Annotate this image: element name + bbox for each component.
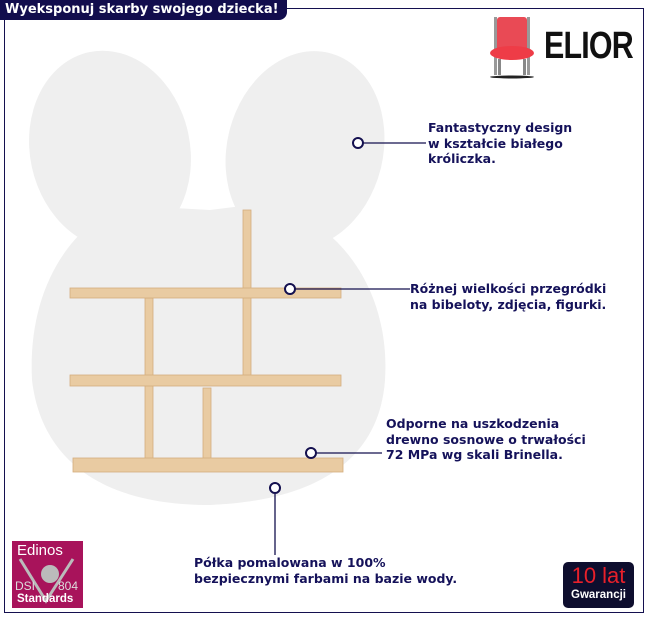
- brand-name: ELIOR: [544, 24, 634, 67]
- feature-line: na bibeloty, zdjęcia, figurki.: [410, 296, 607, 312]
- feature-line: bezpiecznymi farbami na bazie wody.: [194, 570, 458, 586]
- callout-dot: [352, 137, 364, 149]
- certificate-badge: Edinos DSI 804 Standards: [12, 541, 83, 608]
- top-shelf: [69, 287, 342, 299]
- warranty-badge: 10 lat Gwarancji: [563, 562, 634, 608]
- brand-logo: ELIOR: [488, 13, 650, 79]
- feature-line: drewno sosnowe o trwałości: [386, 431, 586, 447]
- rabbit-silhouette: [29, 50, 386, 505]
- certificate-bottom: Standards: [17, 593, 74, 605]
- warranty-value: 10 lat: [571, 563, 626, 588]
- feature-line: króliczka.: [428, 151, 496, 166]
- middle-shelf: [69, 374, 342, 387]
- certificate-top: Edinos: [17, 542, 63, 559]
- feature-line: Odporne na uszkodzenia: [386, 416, 560, 431]
- header-title: Wyeksponuj skarby swojego dziecka!: [0, 0, 287, 20]
- feature-line: Półka pomalowana w 100%: [194, 555, 386, 570]
- callout-dot: [284, 283, 296, 295]
- feature-design: Fantastyczny design w kształcie białego …: [428, 120, 572, 167]
- certificate-mark-icon: [18, 558, 75, 604]
- certificate-right: 804: [58, 579, 79, 593]
- feature-wood: Odporne na uszkodzenia drewno sosnowe o …: [386, 416, 586, 463]
- feature-line: Różnej wielkości przegródki: [410, 281, 607, 296]
- chair-icon: [490, 17, 534, 79]
- certificate-left: DSI: [15, 579, 36, 593]
- bunny-shelf: [69, 209, 344, 473]
- feature-compartments: Różnej wielkości przegródki na bibeloty,…: [410, 281, 606, 312]
- feature-paint: Półka pomalowana w 100% bezpiecznymi far…: [194, 555, 457, 586]
- infographic-frame: [4, 8, 644, 613]
- callout-dot: [305, 447, 317, 459]
- feature-line: 72 MPa wg skali Brinella.: [386, 447, 563, 462]
- feature-line: Fantastyczny design: [428, 120, 573, 135]
- bottom-shelf: [72, 457, 344, 473]
- warranty-label: Gwarancji: [571, 589, 626, 601]
- callout-dot: [269, 482, 281, 494]
- feature-line: w kształcie białego: [428, 135, 563, 151]
